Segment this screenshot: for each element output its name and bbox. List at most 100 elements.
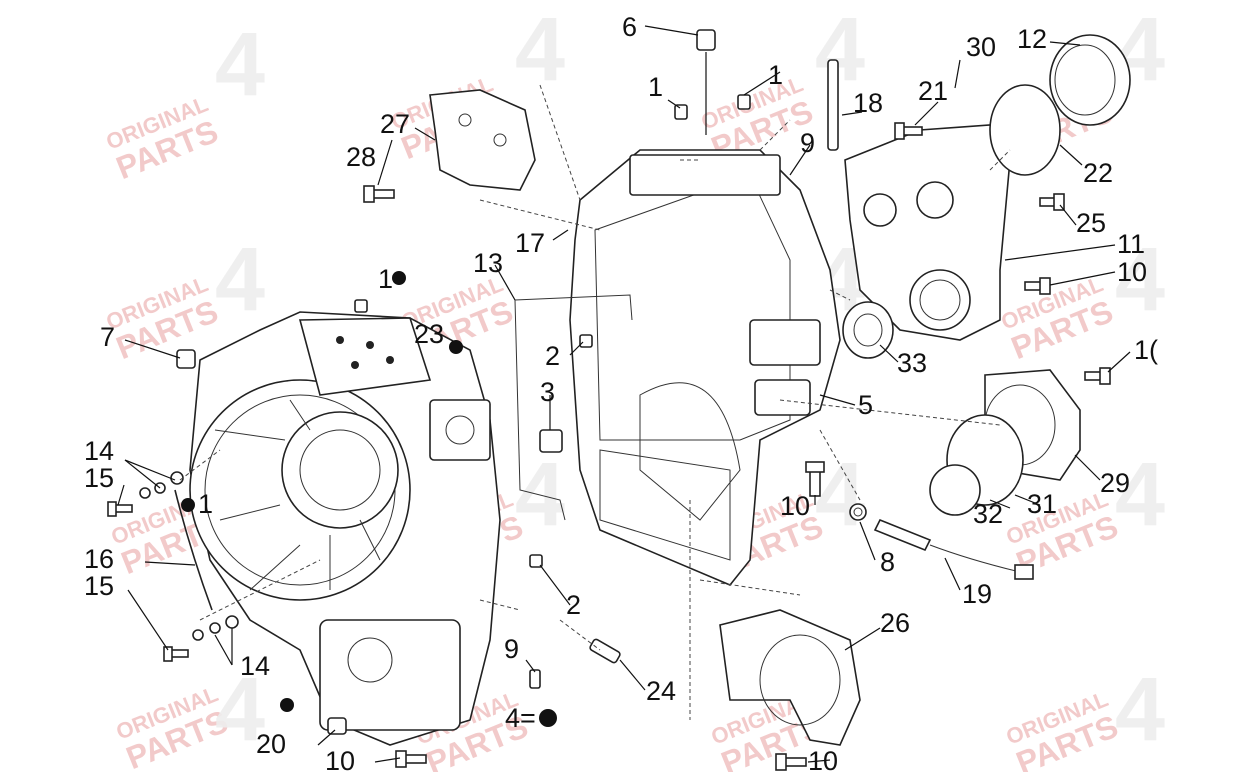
callout-3: 3: [540, 377, 555, 407]
marker-dot: [539, 709, 557, 727]
leader-lines: [117, 25, 1131, 763]
watermark-big: 4: [815, 445, 865, 545]
callout-22: 22: [1083, 158, 1113, 188]
cover-26: [719, 609, 861, 746]
plug-1: [674, 104, 688, 120]
watermark-big: 4: [515, 0, 565, 100]
marker-dot: [280, 698, 294, 712]
callout-1: 1: [648, 72, 663, 102]
breather-pipe-16: [174, 489, 213, 611]
bolt: [163, 646, 189, 662]
callout-7: 7: [100, 322, 115, 352]
callout-26: 26: [880, 608, 910, 638]
snap-ring-32: [929, 464, 981, 516]
callout-10: 10: [808, 746, 838, 772]
marker-dot: [449, 340, 463, 354]
bell-housing: [189, 311, 501, 746]
seal-33: [842, 301, 894, 359]
callout-6: 6: [622, 12, 637, 42]
callout-1: 1: [378, 264, 393, 294]
cover-gasket-27: [429, 89, 536, 191]
pipe-13: [514, 294, 633, 521]
plug-20: [327, 717, 347, 735]
watermark-big: 4: [815, 0, 865, 100]
watermark: ORIGINAL PARTS: [103, 91, 223, 186]
bullet-markers: [181, 271, 557, 727]
watermark: ORIGINAL PARTS: [998, 271, 1118, 366]
callout-1: 1: [198, 489, 213, 519]
callout-21: 21: [918, 76, 948, 106]
bolt: [363, 185, 395, 203]
callout-15: 15: [84, 571, 114, 601]
watermark-big: 4: [1115, 230, 1165, 330]
plug-1: [354, 299, 368, 313]
callout-9: 9: [800, 128, 815, 158]
callout-14: 14: [84, 436, 114, 466]
bolt: [1039, 193, 1065, 211]
callout-27: 27: [380, 109, 410, 139]
plug-2: [529, 554, 543, 568]
callout-18: 18: [853, 88, 883, 118]
plug-1: [737, 94, 751, 110]
plug-2: [579, 334, 593, 348]
callout-4: 4=: [505, 703, 536, 733]
callout-24: 24: [646, 676, 676, 706]
callout-32: 32: [973, 499, 1003, 529]
washer-8: [849, 503, 867, 521]
watermark: ORIGINAL PARTS: [103, 271, 223, 366]
callout-12: 12: [1017, 24, 1047, 54]
plug-7: [176, 349, 196, 369]
bolt: [395, 750, 427, 768]
callout-16: 16: [84, 544, 114, 574]
sensor-19: [873, 518, 1034, 580]
callout-10: 1(: [1134, 335, 1158, 365]
callout-9: 9: [504, 634, 519, 664]
plug-3: [539, 429, 563, 453]
watermark-big: 4: [1115, 660, 1165, 760]
callout-14: 14: [240, 651, 270, 681]
watermark-big: 4: [215, 660, 265, 760]
callout-13: 13: [473, 248, 503, 278]
bolt: [1024, 277, 1051, 295]
fitting-24: [589, 638, 621, 664]
marker-dot: [392, 271, 406, 285]
watermark-big: 4: [215, 15, 265, 115]
callout-2: 2: [566, 590, 581, 620]
callout-8: 8: [880, 547, 895, 577]
sensor-18: [827, 59, 839, 151]
callout-31: 31: [1027, 489, 1057, 519]
bolt: [1084, 367, 1111, 385]
bolt: [107, 501, 133, 517]
callout-30: 30: [966, 32, 996, 62]
plugs-group: [176, 29, 867, 735]
bolt: [775, 753, 807, 771]
callout-10: 10: [780, 491, 810, 521]
callout-15: 15: [84, 463, 114, 493]
callout-28: 28: [346, 142, 376, 172]
bolt: [894, 122, 923, 140]
callout-17: 17: [515, 228, 545, 258]
callout-5: 5: [858, 390, 873, 420]
pin-9: [529, 669, 541, 689]
callout-23: 23: [414, 319, 444, 349]
watermark: ORIGINAL PARTS: [1003, 686, 1123, 772]
callout-25: 25: [1076, 208, 1106, 238]
callout-1: 1: [768, 60, 783, 90]
rear-cover-11: [844, 124, 1011, 341]
callout-10: 10: [325, 746, 355, 772]
callout-10: 10: [1117, 257, 1147, 287]
marker-dot: [181, 498, 195, 512]
cover-plate-12: [1049, 34, 1131, 126]
watermark-big: 4: [215, 230, 265, 330]
gearbox-housing: [569, 149, 841, 586]
callout-20: 20: [256, 729, 286, 759]
callout-33: 33: [897, 348, 927, 378]
callout-29: 29: [1100, 468, 1130, 498]
callout-labels: 6 1 1 30 12 27 18 21 28 9 22 25 17 13 11…: [84, 12, 1158, 772]
watermark-big: 4: [1115, 445, 1165, 545]
plug-6: [696, 29, 716, 51]
assembly-lines: [179, 84, 1011, 720]
callout-11: 11: [1117, 229, 1145, 259]
callout-19: 19: [962, 579, 992, 609]
